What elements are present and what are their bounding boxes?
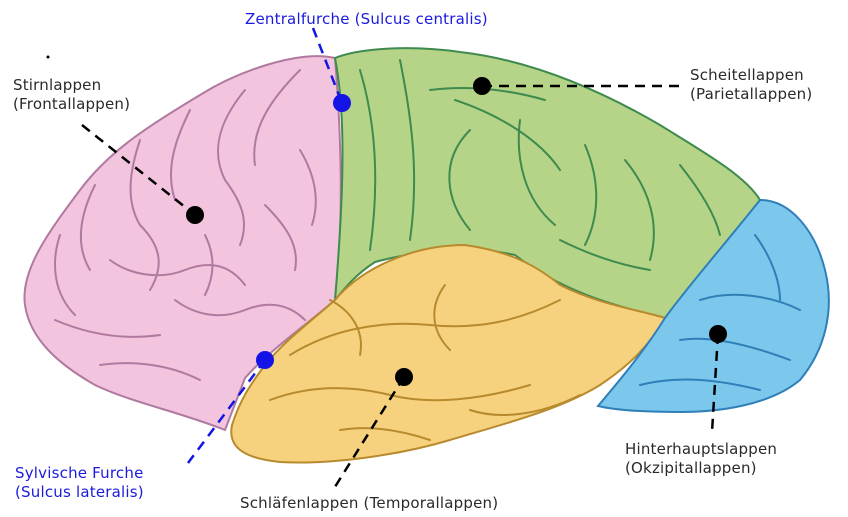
parietal-label-line2: (Parietallappen) — [690, 85, 812, 104]
parietal-marker — [473, 77, 491, 95]
sylvian-fissure-label: Sylvische Furche (Sulcus lateralis) — [15, 464, 144, 502]
frontal-label: Stirnlappen (Frontallappen) — [13, 76, 130, 114]
parietal-label-line1: Scheitellappen — [690, 66, 812, 85]
central-sulcus-label-line1: Zentralfurche (Sulcus centralis) — [245, 10, 488, 29]
central-marker — [333, 94, 351, 112]
occipital-label: Hinterhauptslappen (Okzipitallappen) — [625, 440, 777, 478]
central-sulcus-label: Zentralfurche (Sulcus centralis) — [245, 10, 488, 29]
occipital-label-line2: (Okzipitallappen) — [625, 459, 777, 478]
frontal-marker — [186, 206, 204, 224]
temporal-label-line1: Schläfenlappen (Temporallappen) — [240, 494, 498, 513]
sylvian-label-line1: Sylvische Furche — [15, 464, 144, 483]
parietal-label: Scheitellappen (Parietallappen) — [690, 66, 812, 104]
temporal-marker — [395, 368, 413, 386]
frontal-label-line2: (Frontallappen) — [13, 95, 130, 114]
sylvian-label-line2: (Sulcus lateralis) — [15, 483, 144, 502]
occipital-marker — [709, 325, 727, 343]
sylvian-marker — [256, 351, 274, 369]
occipital-label-line1: Hinterhauptslappen — [625, 440, 777, 459]
temporal-label: Schläfenlappen (Temporallappen) — [240, 494, 498, 513]
frontal-label-line1: Stirnlappen — [13, 76, 130, 95]
stray-dot — [47, 56, 50, 59]
